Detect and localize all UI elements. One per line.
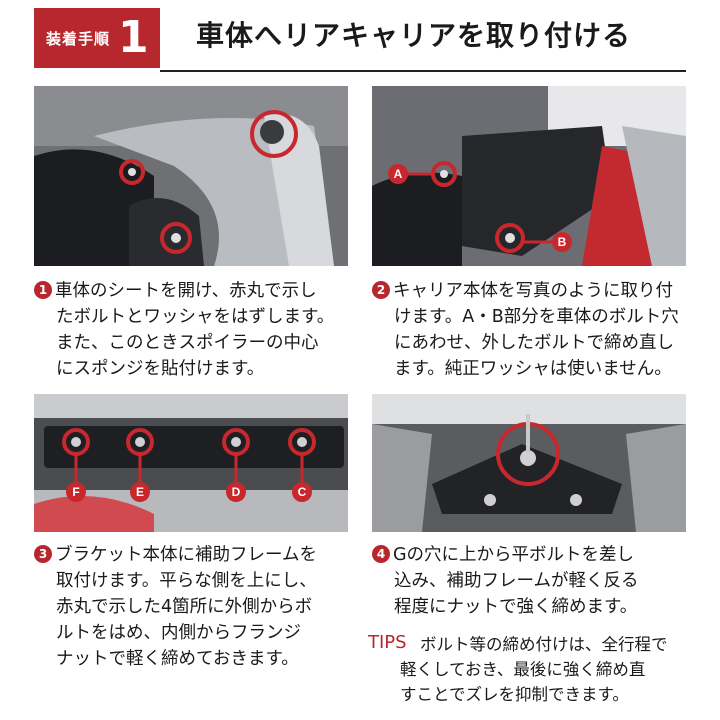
step-label: 装着手順	[46, 29, 111, 48]
photo-step-2: A B	[372, 86, 686, 266]
step-3-number: 3	[34, 545, 52, 563]
marker-c: C	[298, 485, 307, 499]
step-2-number: 2	[372, 281, 390, 299]
page-title: 車体へリアキャリアを取り付ける	[196, 19, 632, 52]
marker-b: B	[558, 235, 567, 249]
marker-f: F	[72, 485, 79, 499]
marker-e: E	[136, 485, 144, 499]
photo-step-1	[34, 86, 348, 266]
step-number: 1	[118, 12, 149, 63]
tips-text: ボルト等の締め付けは、全行程で 軽くしておき、最後に強く締め直 すことでズレを抑…	[400, 635, 668, 704]
tips-label: TIPS	[368, 632, 407, 653]
marker-d: D	[232, 485, 241, 499]
marker-a: A	[394, 167, 403, 181]
photo-step-3: F E D C	[34, 394, 348, 532]
title-underline	[160, 70, 686, 72]
photo-step-4	[372, 394, 686, 532]
step-badge: 装着手順 1	[34, 8, 160, 68]
step-1-number: 1	[34, 281, 52, 299]
step-4-number: 4	[372, 545, 390, 563]
